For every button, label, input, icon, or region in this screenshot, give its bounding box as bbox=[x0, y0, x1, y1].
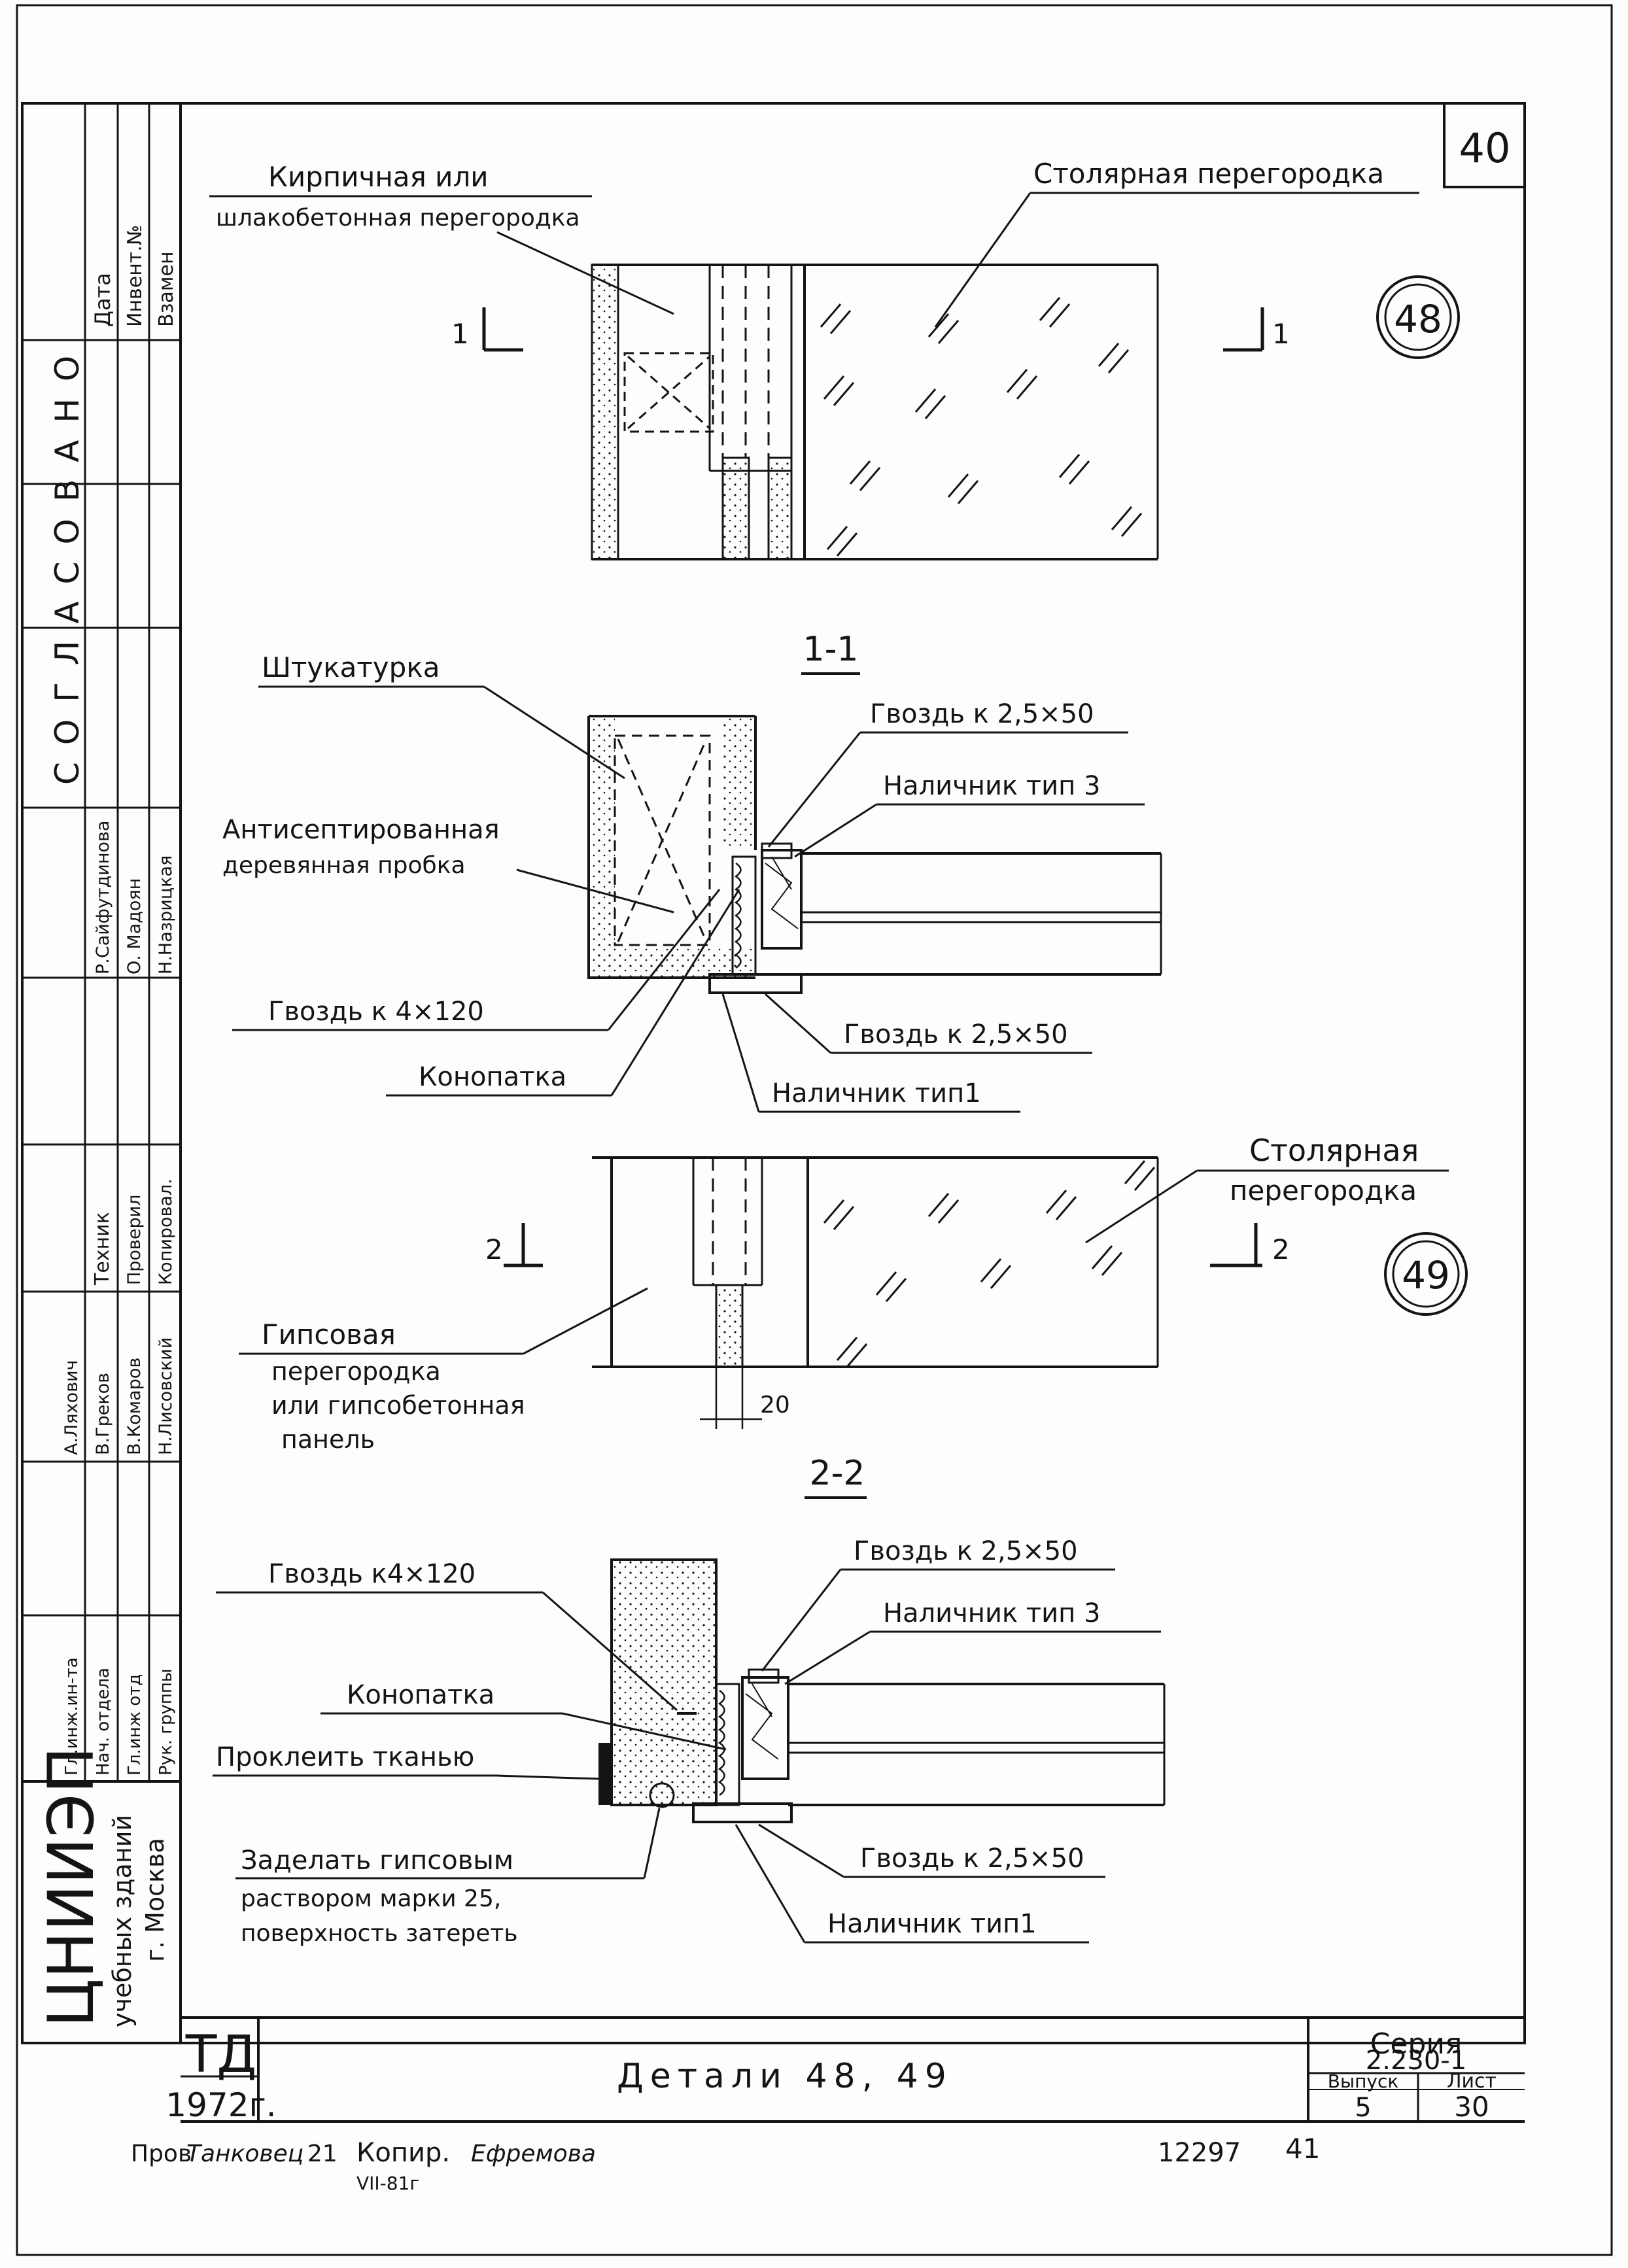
role-group-lead: Рук. группы bbox=[156, 1669, 176, 1776]
detail-49-badge: 49 bbox=[1402, 1253, 1450, 1297]
check-label: Пров bbox=[131, 2140, 192, 2167]
agreed-label: СОГЛАСОВАНО bbox=[48, 339, 86, 785]
replace-label: Взамен bbox=[155, 251, 178, 327]
label-antiseptic: Антисептированная bbox=[222, 815, 500, 845]
signer-name-2: О. Мадоян bbox=[124, 878, 145, 974]
check-number: 21 bbox=[307, 2140, 338, 2167]
sheet-number-box: 40 bbox=[1443, 102, 1526, 188]
label-nail-bottom-11: Гвоздь к 2,5×50 bbox=[844, 1020, 1068, 1050]
label-gypsum-2: перегородка bbox=[271, 1357, 441, 1386]
section-2-2: 2-2 Гвоздь к4×120 Гвоздь к 2,5×50 Наличн… bbox=[213, 1454, 1166, 1947]
label-caulk-22: Конопатка bbox=[347, 1680, 494, 1710]
label-nail-top-11: Гвоздь к 2,5×50 bbox=[870, 699, 1094, 729]
org-city: г. Москва bbox=[141, 1838, 169, 1962]
issue-label: Выпуск bbox=[1328, 2070, 1399, 2092]
engineer-name-1: А.Ляхович bbox=[61, 1360, 82, 1455]
sheet-frame bbox=[16, 4, 1613, 2256]
approval-sidebar: СОГЛАСОВАНО Дата Инвент.№ Взамен Р.Сайфу… bbox=[21, 102, 182, 2044]
label-brick-2: шлакобетонная перегородка bbox=[216, 205, 580, 232]
label-trim-top-11: Наличник тип 3 bbox=[883, 771, 1100, 801]
section-2-2-title: 2-2 bbox=[810, 1454, 865, 1493]
detail-48-plan: Кирпичная или шлакобетонная перегородка … bbox=[209, 158, 1460, 560]
inventory-label: Инвент.№ bbox=[124, 225, 147, 327]
footer-date: VII-81г bbox=[356, 2173, 419, 2194]
section-1-1: 1-1 Штукатурка Гвоздь к 2,5×50 Наличник … bbox=[222, 630, 1162, 1113]
series-value: 2.230-1 bbox=[1366, 2046, 1466, 2076]
title-block: ТД 1972г. Детали 48, 49 Серия 2.230-1 Вы… bbox=[165, 2016, 1525, 2124]
sheet-value: 30 bbox=[1454, 2091, 1489, 2123]
label-gypsum: Гипсовая bbox=[262, 1318, 396, 1350]
sheet-number: 40 bbox=[1459, 124, 1511, 172]
label-fill-2: раствором марки 25, bbox=[241, 1885, 501, 1912]
label-gypsum-3: или гипсобетонная bbox=[271, 1391, 525, 1420]
sheet-label: Лист bbox=[1447, 2070, 1497, 2093]
label-glue: Проклеить тканью bbox=[216, 1742, 474, 1772]
section-1-1-title: 1-1 bbox=[803, 630, 859, 669]
sheet-title: Детали 48, 49 bbox=[617, 2057, 953, 2096]
label-antiseptic-2: деревянная пробка bbox=[222, 852, 466, 879]
label-nail-bottom-22: Гвоздь к 2,5×50 bbox=[860, 1844, 1084, 1874]
year: 1972г. bbox=[165, 2086, 276, 2124]
engineer-name-3: В.Комаров bbox=[124, 1358, 145, 1455]
role-dept-engineer: Гл.инж отд bbox=[125, 1674, 145, 1776]
label-nail-large-11: Гвоздь к 4×120 bbox=[268, 997, 484, 1027]
label-joinery-48: Столярная перегородка bbox=[1033, 158, 1384, 190]
issue-value: 5 bbox=[1355, 2093, 1371, 2123]
label-nail-large-22: Гвоздь к4×120 bbox=[268, 1559, 476, 1589]
section-2-right: 2 bbox=[1272, 1233, 1290, 1265]
label-fill-3: поверхность затереть bbox=[241, 1920, 518, 1947]
copy-signature: Ефремова bbox=[471, 2140, 596, 2167]
signer-name-1: Р.Сайфутдинова bbox=[93, 821, 113, 974]
role-copied: Копировал. bbox=[156, 1178, 176, 1285]
label-nail-top-22: Гвоздь к 2,5×50 bbox=[854, 1536, 1078, 1566]
archive-code: 12297 bbox=[1158, 2138, 1241, 2168]
engineer-name-2: В.Греков bbox=[93, 1373, 113, 1455]
detail-48-badge: 48 bbox=[1394, 297, 1442, 341]
role-technician: Техник bbox=[91, 1212, 114, 1286]
date-label: Дата bbox=[90, 273, 115, 327]
label-caulk-11: Конопатка bbox=[419, 1062, 566, 1092]
role-department-head: Нач. отдела bbox=[94, 1668, 113, 1776]
td-mark: ТД bbox=[185, 2025, 257, 2084]
role-chief-engineer: Гл.инж.ин-та bbox=[62, 1657, 82, 1776]
detail-49-plan: Столярная перегородка 2 2 bbox=[239, 1133, 1468, 1454]
org-subtitle: учебных зданий bbox=[108, 1815, 137, 2027]
section-1-right: 1 bbox=[1272, 318, 1290, 350]
section-2-left: 2 bbox=[485, 1233, 503, 1265]
dim-20: 20 bbox=[760, 1392, 790, 1418]
copy-label: Копир. bbox=[356, 2138, 450, 2168]
label-trim-bottom-11: Наличник тип1 bbox=[772, 1078, 981, 1108]
page-number: 41 bbox=[1285, 2133, 1320, 2165]
label-fill: Заделать гипсовым bbox=[241, 1846, 513, 1876]
engineer-name-4: Н.Лисовский bbox=[156, 1337, 176, 1455]
footer: Пров Танковец 21 Копир. Ефремова VII-81г… bbox=[131, 2133, 1320, 2194]
label-joinery-49-2: перегородка bbox=[1230, 1175, 1417, 1207]
check-signature: Танковец bbox=[186, 2140, 303, 2167]
section-1-left: 1 bbox=[451, 318, 469, 350]
signer-name-3: Н.Назрицкая bbox=[156, 855, 176, 974]
label-joinery-49: Столярная bbox=[1249, 1133, 1419, 1168]
role-checked: Проверил bbox=[124, 1195, 145, 1285]
label-trim-bottom-22: Наличник тип1 bbox=[827, 1909, 1037, 1939]
label-plaster: Штукатурка bbox=[262, 651, 440, 683]
series-label: Серия bbox=[1370, 2027, 1463, 2061]
label-brick: Кирпичная или bbox=[268, 161, 489, 193]
org-name: ЦНИИЭП bbox=[35, 1746, 108, 2027]
label-trim-top-22: Наличник тип 3 bbox=[883, 1598, 1100, 1628]
label-gypsum-4: панель bbox=[281, 1425, 375, 1454]
